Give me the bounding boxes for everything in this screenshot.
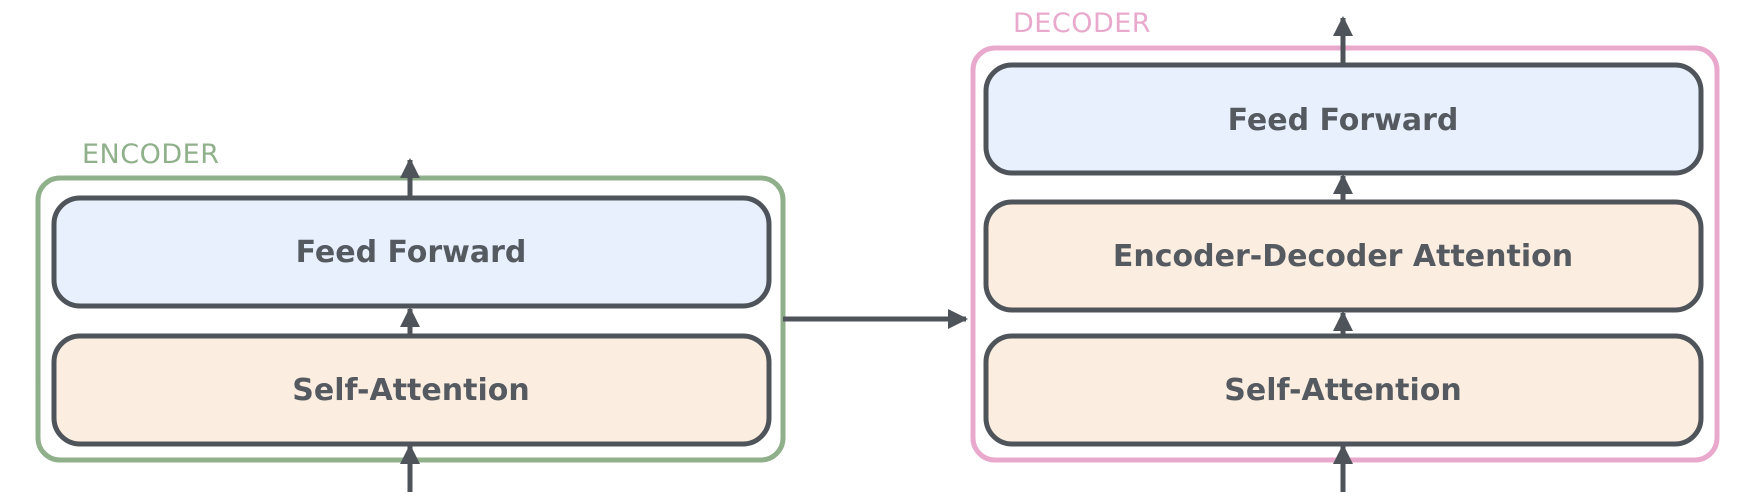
decoder-feed-forward-label: Feed Forward [1228, 103, 1459, 138]
encoder-feed-forward-block [51, 195, 772, 309]
encoder-group: ENCODER Feed Forward Self-Attention [35, 139, 786, 492]
decoder-title: DECODER [1013, 8, 1151, 39]
encoder-feed-forward-label: Feed Forward [296, 235, 527, 270]
decoder-self-attention-label: Self-Attention [1224, 373, 1461, 408]
decoder-encoder-decoder-attention-label: Encoder-Decoder Attention [1113, 239, 1573, 274]
encoder-title: ENCODER [82, 139, 219, 170]
decoder-group: DECODER Feed Forward Encoder-Decoder Att… [970, 8, 1720, 492]
encoder-self-attention-label: Self-Attention [292, 373, 529, 408]
decoder-encoder-decoder-attention-block [983, 199, 1704, 313]
decoder-feed-forward-block [983, 62, 1704, 176]
